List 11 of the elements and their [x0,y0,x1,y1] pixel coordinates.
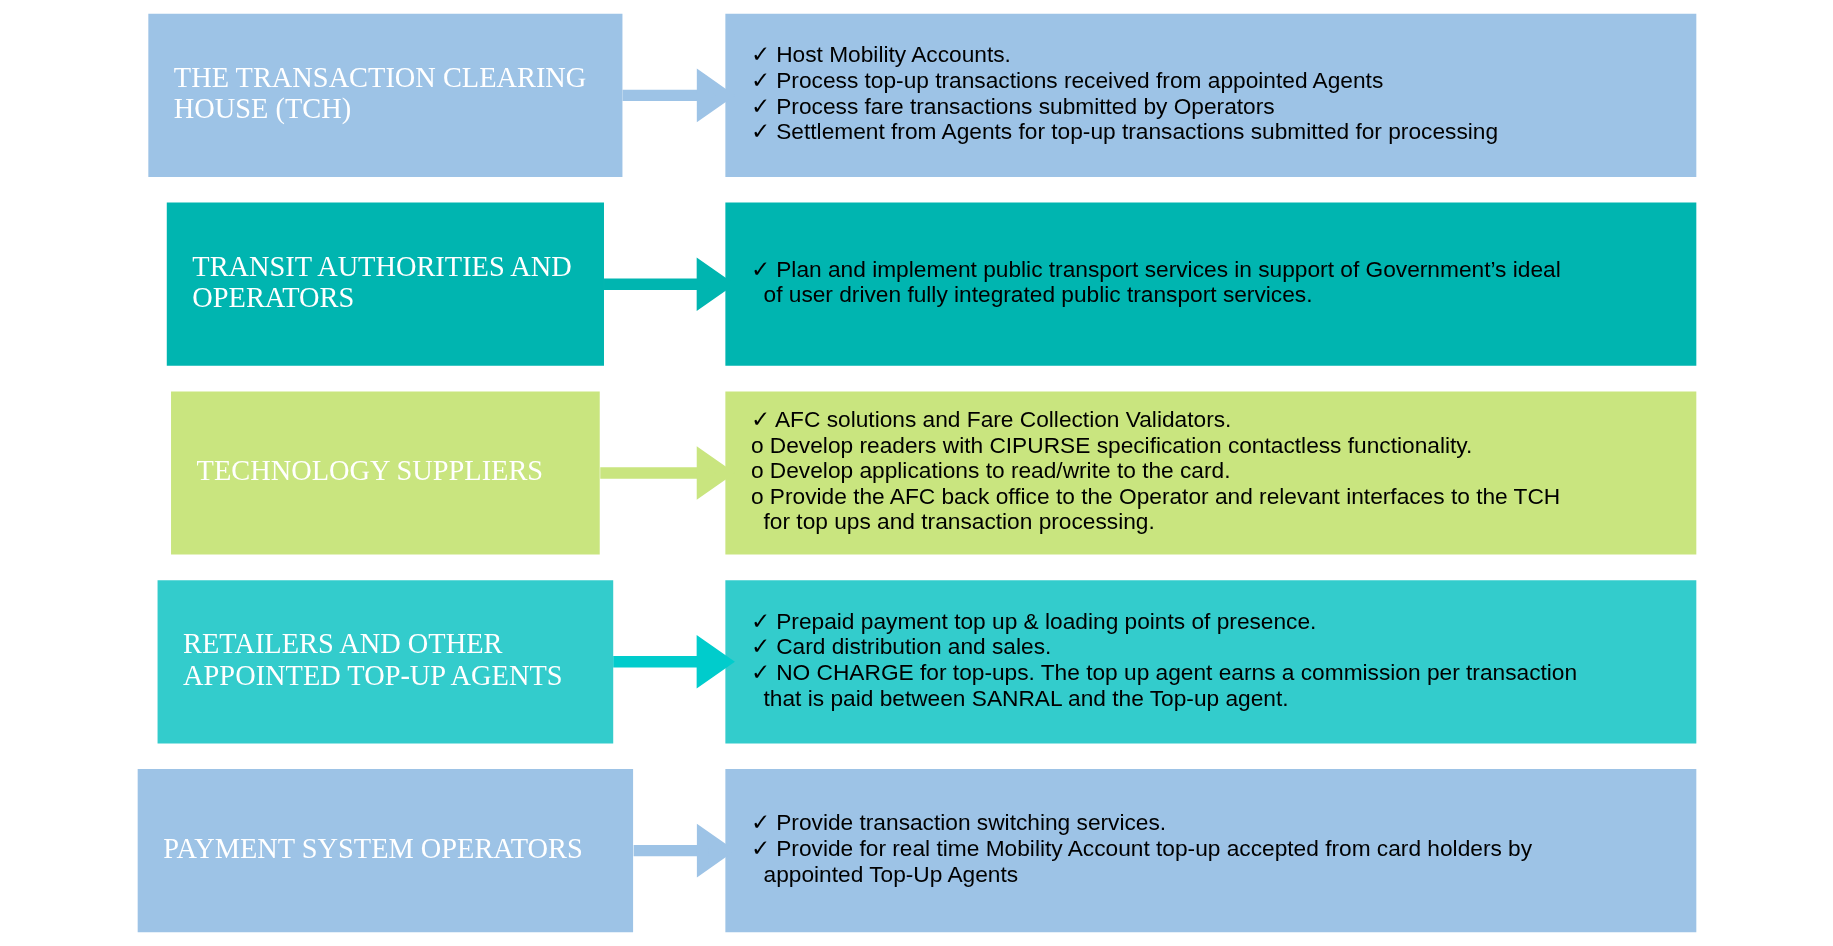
node-box: ✓ AFC solutions and Fare Collection Validators. o Develop readers with CIPURSE specification contactless functionality. o Develop applications to read/write to the card. o Provide the AFC back office to the Operator and relevant interfaces to the TCH for top ups and transaction processing. [724,391,1696,555]
node-box: ✓ Prepaid payment top up & loading points of presence. ✓ Card distribution and sales. ✓ NO CHARGE for top-ups. The top up agent earns a commission per transaction that is paid between SANRAL and the Top-up agent. [724,580,1696,744]
node-box: TECHNOLOGY SUPPLIERS [170,391,600,555]
node-box: ✓ Plan and implement public transport services in support of Government’s ideal of user driven fully integrated public transport services. [724,202,1696,366]
node-box: ✓ Host Mobility Accounts. ✓ Process top-up transactions received from appointed Agents ✓ Process fare transactions submitted by Operators ✓ Settlement from Agents for top-up transactions submitted for processing [724,13,1696,178]
arrow [612,635,735,689]
node-box: RETAILERS AND OTHER APPOINTED TOP-UP AGENTS [157,580,613,744]
node-box: ✓ Provide transaction switching services. ✓ Provide for real time Mobility Account top-up accepted from card holders by appointed Top-Up Agents [724,768,1696,933]
node-box: TRANSIT AUTHORITIES AND OPERATORS [166,202,604,366]
node-box: PAYMENT SYSTEM OPERATORS [137,768,633,933]
node-box: THE TRANSACTION CLEARING HOUSE (TCH) [147,13,622,178]
